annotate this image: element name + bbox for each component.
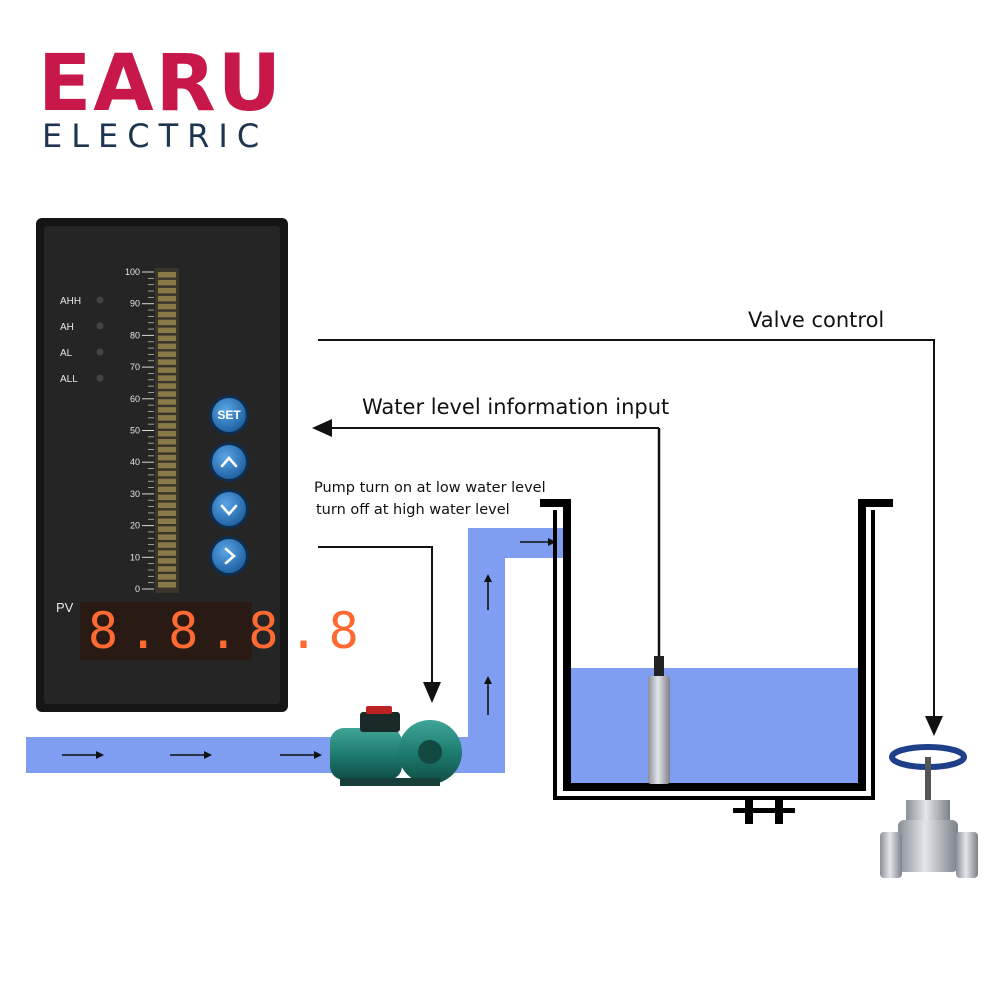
bargraph-segment (158, 566, 176, 572)
bargraph-segment (158, 351, 176, 357)
controller-buttons: SET (209, 395, 249, 576)
bargraph-segment (158, 327, 176, 334)
bargraph-segment (158, 502, 176, 509)
bargraph-segment (158, 550, 176, 556)
water-tank (540, 499, 893, 824)
pv-label: PV (56, 600, 74, 615)
alarm-led-indicator (96, 348, 104, 356)
scale-tick-label: 70 (130, 362, 140, 372)
scale-tick-label: 40 (130, 457, 140, 467)
bargraph-segment (158, 343, 176, 350)
tank-wall (540, 499, 893, 791)
flow-arrows (62, 538, 556, 759)
bargraph-segment (158, 582, 176, 588)
bargraph-segment (158, 431, 176, 437)
signal-lines (312, 339, 943, 736)
scale-tick-label: 20 (130, 521, 140, 531)
chevron-right-icon (224, 547, 236, 565)
brand-subtitle: ELECTRIC (42, 117, 268, 155)
pv-display (80, 602, 252, 660)
alarm-led-label: AHH (60, 296, 81, 307)
bargraph-segment (158, 272, 176, 278)
scale-tick-label: 80 (130, 330, 140, 340)
scale-tick-label: 10 (130, 552, 140, 562)
alarm-led-indicator (96, 374, 104, 382)
bargraph-segment (158, 319, 176, 326)
label-pump-line2: turn off at high water level (316, 502, 510, 518)
chevron-up-button[interactable] (209, 442, 249, 482)
bargraph-segment (158, 407, 176, 413)
alarm-led-label: ALL (60, 374, 78, 385)
gate-valve-icon (880, 744, 978, 878)
bargraph-segment (158, 439, 176, 445)
alarm-led-label: AL (60, 348, 73, 359)
bargraph-segment (158, 494, 176, 501)
bargraph-segment (158, 415, 176, 421)
chevron-right-button[interactable] (209, 536, 249, 576)
alarm-led-indicator (96, 322, 104, 330)
alarm-led-group: AHH AH AL ALL (60, 296, 104, 385)
bargraph-segment (158, 526, 176, 532)
bargraph-segment (158, 311, 176, 318)
bargraph-segment (158, 383, 176, 389)
chevron-up-icon (220, 456, 238, 468)
bargraph-segment (158, 462, 176, 469)
scale-tick-label: 30 (130, 489, 140, 499)
bargraph-segment (158, 399, 176, 405)
alarm-led-label: AH (60, 322, 74, 333)
bargraph-segment (158, 279, 176, 286)
scale-tick-label: 0 (135, 584, 140, 594)
pv-digits: 8.8.8.8 (88, 602, 369, 660)
scale-tick-label: 50 (130, 426, 140, 436)
scale-tick-label: 60 (130, 394, 140, 404)
label-valve-control: Valve control (748, 308, 884, 332)
bargraph-segment (158, 303, 176, 310)
bargraph-segment (158, 486, 176, 493)
bargraph-segment (158, 454, 176, 461)
bargraph-segment (158, 295, 176, 302)
label-pump-line1: Pump turn on at low water level (314, 480, 546, 496)
scale-tick-label: 90 (130, 299, 140, 309)
set-button[interactable]: SET (209, 395, 249, 435)
bargraph-segment (158, 558, 176, 564)
scale-tick-label: 100 (125, 267, 140, 277)
level-sensor-icon (648, 428, 670, 784)
bargraph-segment (158, 359, 176, 365)
bargraph-segment (158, 446, 176, 453)
bargraph-segment (158, 367, 176, 373)
water-pump-icon (330, 706, 462, 786)
bargraph-segment (158, 335, 176, 342)
bargraph-segment (158, 470, 176, 477)
bargraph-segment (158, 375, 176, 381)
pipe-system (26, 528, 568, 773)
chevron-down-icon (220, 504, 238, 516)
label-water-level-input: Water level information input (362, 395, 669, 419)
brand-logo: EARU ELECTRIC (38, 39, 283, 155)
button-label: SET (217, 408, 241, 422)
bargraph-segment (158, 423, 176, 429)
bargraph-segment (158, 478, 176, 485)
bargraph-segment (158, 510, 176, 516)
bargraph-segment (158, 534, 176, 540)
tank-water (565, 668, 863, 790)
brand-name: EARU (38, 39, 283, 129)
chevron-down-button[interactable] (209, 489, 249, 529)
bargraph-segment (158, 542, 176, 548)
bargraph-segment (158, 391, 176, 397)
alarm-led-indicator (96, 296, 104, 304)
bargraph-segment (158, 518, 176, 524)
bargraph-segments (158, 272, 176, 588)
riser-pipe (460, 528, 568, 773)
bargraph-segment (158, 574, 176, 580)
bargraph-segment (158, 287, 176, 294)
